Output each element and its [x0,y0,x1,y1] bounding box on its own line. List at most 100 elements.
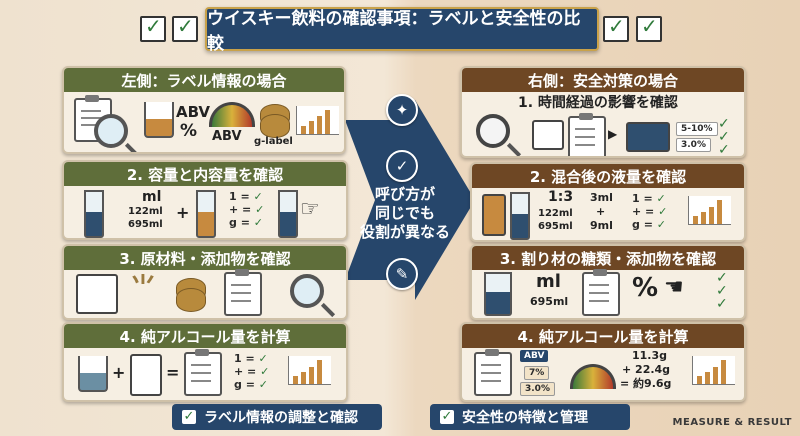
flask-icon [78,356,108,392]
plus-sign: + [596,205,606,218]
eq-line-2: + = [234,365,257,378]
mix-b: 9ml [590,219,613,232]
percent-symbol: % [632,273,659,303]
card-heading: 3. 原材料・添加物を確認 [64,246,346,270]
can-icon [482,194,506,236]
hand-pointer-icon: ☞ [300,197,320,222]
percent-chip: 5-10% [676,122,718,136]
check-node-icon: ✓ [386,150,418,182]
cylinder-icon [196,190,216,238]
check-icon: ✓ [718,129,730,145]
cylinder-icon [278,190,298,238]
title-text: ウイスキー飲料の確認事項：ラベルと安全性の比較 [207,9,581,54]
check-column: ✓ ✓ ✓ [718,116,730,158]
plus-sign: + [112,363,126,382]
percent-chip: 3.0% [676,138,711,152]
check-icon: ✓ [658,205,668,218]
check-icon: ✓ [440,409,454,424]
check-icon: ✓ [716,296,728,312]
card-heading: 4. 純アルコール量を計算 [64,324,346,348]
card-heading: 3. 割り材の糖類・添加物を確認 [472,246,744,270]
bar-chart-icon [296,106,339,135]
ml-label: ml [142,189,162,205]
check-icon: ✓ [255,203,265,216]
bar-chart-icon [288,356,331,385]
beaker-icon [484,272,512,316]
gauge-icon [570,364,616,389]
card-heading: 右側：安全対策の場合 [462,68,744,92]
report-icon [568,113,606,156]
eq-line-3: g = [229,216,250,229]
bottom-right-text: 安全性の特徴と管理 [462,410,588,426]
bar-chart-icon [692,356,735,385]
checklist-icon [582,269,620,316]
wheat-icon: ⺌ [130,273,157,303]
weight-card-icon [130,354,162,396]
cylinder-icon [510,192,530,240]
compass-icon: ✦ [386,94,418,126]
bottle-icon [144,102,174,138]
abv-chip: ABV [520,350,549,362]
equation-column: 1 = ✓ + = ✓ g = ✓ [229,190,264,229]
checkbox-icon [140,14,166,42]
pen-node-icon: ✎ [386,258,418,290]
right-card-alcohol-calc: 4. 純アルコール量を計算 ABV 7% 3.0% 11.3g + 22.4g … [460,322,746,402]
magnifier-icon [94,114,128,148]
check-icon: ✓ [253,216,263,229]
eq-line-2: + = [632,205,655,218]
check-icon: ✓ [716,283,728,299]
check-icon: ✓ [718,142,730,158]
can-icon [532,120,564,150]
volume-value: 695ml [530,295,569,308]
bottom-label-right: ✓ 安全性の特徴と管理 [430,404,630,430]
card-heading: 左側：ラベル情報の場合 [64,68,344,92]
bar-chart-icon [688,196,731,225]
left-card-ingredients: 3. 原材料・添加物を確認 ⺌ [62,244,348,320]
check-icon: ✓ [253,190,263,203]
check-icon: ✓ [656,218,666,231]
checklist-icon [224,269,262,316]
calculator-icon [184,349,222,396]
left-card-alcohol-calc: 4. 純アルコール量を計算 + = 1 = ✓ + = ✓ g = ✓ [62,322,348,402]
check-icon: ✓ [718,116,730,132]
coin-stack-icon [176,288,206,312]
ratio-label: 1:3 [548,189,574,205]
percent-symbol: % [180,121,198,141]
abv-gauge-label: ABV [212,129,242,144]
mix-a: 3ml [590,191,613,204]
eq-line-1: 1 = [229,190,250,203]
right-card-mixer-sugar: 3. 割り材の糖類・添加物を確認 ml 695ml % ☚ ✓ ✓ ✓ [470,244,746,320]
plus-sign: + [176,203,190,222]
play-arrow-icon: ▶ [608,127,618,141]
check-icon: ✓ [716,270,728,286]
center-line-2: 同じでも [374,204,435,222]
eq-line-1: 1 = [632,192,653,205]
right-card-safety: 右側：安全対策の場合 1. 時間経過の影響を確認 ▶ 5-10% 3.0% ✓ … [460,66,746,158]
center-message: 呼び方が 同じでも 役割が異なる [360,185,450,242]
checkbox-icon [636,14,662,42]
result-1: 11.3g [632,349,668,362]
footer-label: MEASURE & RESULT [672,417,792,428]
abv-label: ABV [176,103,211,121]
ml-label: ml [536,271,561,292]
equals-sign: = [166,363,180,382]
measuring-cup-icon [84,190,104,238]
card-heading: 2. 容量と内容量を確認 [64,162,346,186]
center-line-1: 呼び方が [374,185,435,203]
bottom-left-text: ラベル情報の調整と確認 [204,410,358,426]
equation-column: 1 = ✓ + = ✓ g = ✓ [234,352,269,391]
volume-value-1: 122ml [128,206,163,217]
card-heading: 4. 純アルコール量を計算 [462,324,744,348]
center-line-3: 役割が異なる [360,223,451,241]
check-column: ✓ ✓ ✓ [716,270,728,312]
checklist-icon [474,349,512,396]
grain-icon [76,274,118,314]
eq-line-2: + = [229,203,252,216]
checkbox-icon [603,14,629,42]
equation-column: 1 = ✓ + = ✓ g = ✓ [632,192,667,231]
percent-chip: 3.0% [520,382,555,396]
monitor-icon [626,122,670,152]
check-icon: ✓ [656,192,666,205]
magnifier-icon [290,274,324,308]
card-heading: 2. 混合後の液量を確認 [472,164,744,188]
